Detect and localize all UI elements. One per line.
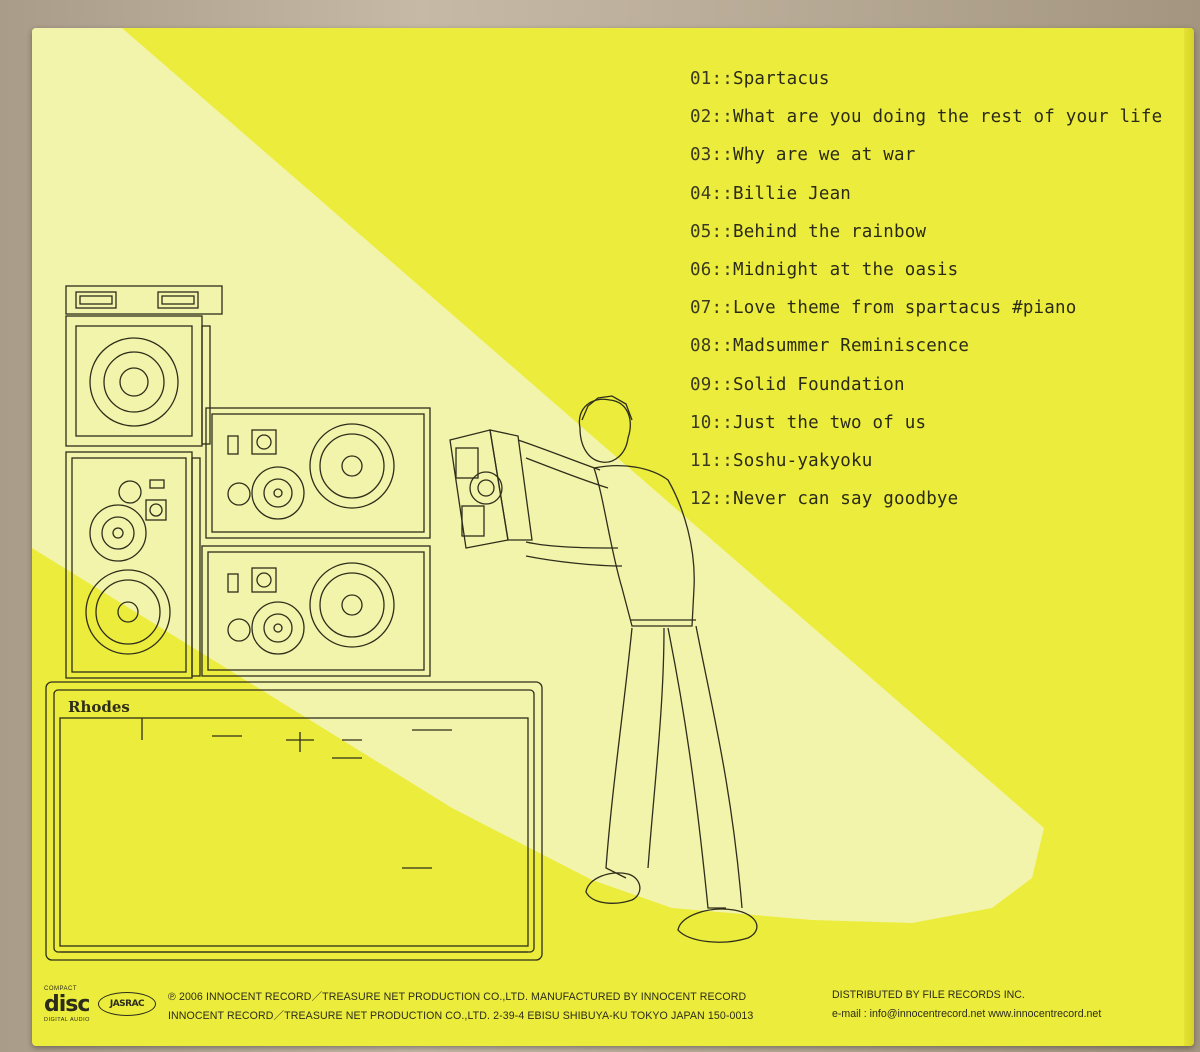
- rhodes-amp: [45, 681, 543, 961]
- held-speaker: [449, 429, 533, 549]
- cd-logo-bottom: DIGITAL AUDIO: [44, 1017, 90, 1023]
- track-title: Midnight at the oasis: [732, 259, 959, 280]
- speaker-cabinet-lower-right: [201, 545, 431, 677]
- speaker-cabinet-upper-right: [205, 407, 431, 539]
- track-title: Solid Foundation: [732, 374, 905, 395]
- track-title: Madsummer Reminiscence: [732, 336, 970, 357]
- track-item: 05::Behind the rainbow: [690, 213, 1170, 251]
- address-line: INNOCENT RECORD／TREASURE NET PRODUCTION …: [168, 1010, 754, 1022]
- track-title: Love theme from spartacus #piano: [732, 298, 1077, 319]
- track-item: 04::Billie Jean: [690, 175, 1170, 213]
- cd-logo-top: COMPACT: [44, 986, 78, 992]
- track-number: 02::: [690, 107, 733, 128]
- track-number: 09::: [690, 374, 733, 395]
- man-figure: [517, 395, 758, 943]
- compact-disc-logo: COMPACT disc DIGITAL AUDIO: [44, 986, 100, 1026]
- track-item: 10::Just the two of us: [690, 404, 1170, 442]
- cd-back-cover: Rhodes 01::Spartacus 02::What are you do…: [32, 28, 1194, 1046]
- track-title: Behind the rainbow: [732, 221, 927, 242]
- track-item: 11::Soshu-yakyoku: [690, 442, 1170, 480]
- track-number: 03::: [690, 145, 733, 166]
- sleeve-edge: [1184, 28, 1194, 1046]
- amp-brand-label: Rhodes: [68, 698, 130, 716]
- track-number: 08::: [690, 336, 733, 357]
- track-number: 07::: [690, 298, 733, 319]
- cd-logo-main: disc: [44, 992, 90, 1017]
- track-item: 06::Midnight at the oasis: [690, 251, 1170, 289]
- track-list: 01::Spartacus 02::What are you doing the…: [690, 60, 1170, 518]
- track-item: 03::Why are we at war: [690, 136, 1170, 174]
- cover-illustration: [32, 28, 1044, 961]
- track-title: Soshu-yakyoku: [732, 450, 873, 471]
- track-title: Never can say goodbye: [732, 489, 959, 510]
- spotlight-beam: [32, 28, 1044, 923]
- track-item: 09::Solid Foundation: [690, 366, 1170, 404]
- track-number: 05::: [690, 221, 733, 242]
- track-item: 12::Never can say goodbye: [690, 480, 1170, 518]
- track-number: 01::: [690, 69, 733, 89]
- track-number: 11::: [690, 450, 733, 471]
- track-item: 02::What are you doing the rest of your …: [690, 98, 1170, 136]
- tweeter-bar: [65, 285, 223, 315]
- track-number: 06::: [690, 259, 733, 280]
- track-item: 07::Love theme from spartacus #piano: [690, 289, 1170, 327]
- track-number: 04::: [690, 183, 733, 204]
- track-title: Billie Jean: [732, 183, 852, 204]
- credits-footer: COMPACT disc DIGITAL AUDIO JASRAC ℗ 2006…: [32, 976, 1194, 1046]
- track-number: 12::: [690, 489, 733, 510]
- speaker-stack: [45, 285, 543, 961]
- track-number: 10::: [690, 412, 733, 433]
- track-item: 01::Spartacus: [690, 60, 1170, 98]
- track-title: Spartacus: [732, 69, 830, 89]
- track-item: 08::Madsummer Reminiscence: [690, 327, 1170, 365]
- copyright-line: ℗ 2006 INNOCENT RECORD／TREASURE NET PROD…: [168, 991, 747, 1003]
- track-title: Just the two of us: [732, 412, 927, 433]
- track-title: What are you doing the rest of your life: [732, 107, 1163, 128]
- contact-line: e-mail : info@innocentrecord.net www.inn…: [832, 1008, 1102, 1020]
- track-title: Why are we at war: [732, 145, 916, 166]
- distributor-line: DISTRIBUTED BY FILE RECORDS INC.: [832, 989, 1025, 1001]
- jasrac-logo: JASRAC: [98, 992, 156, 1016]
